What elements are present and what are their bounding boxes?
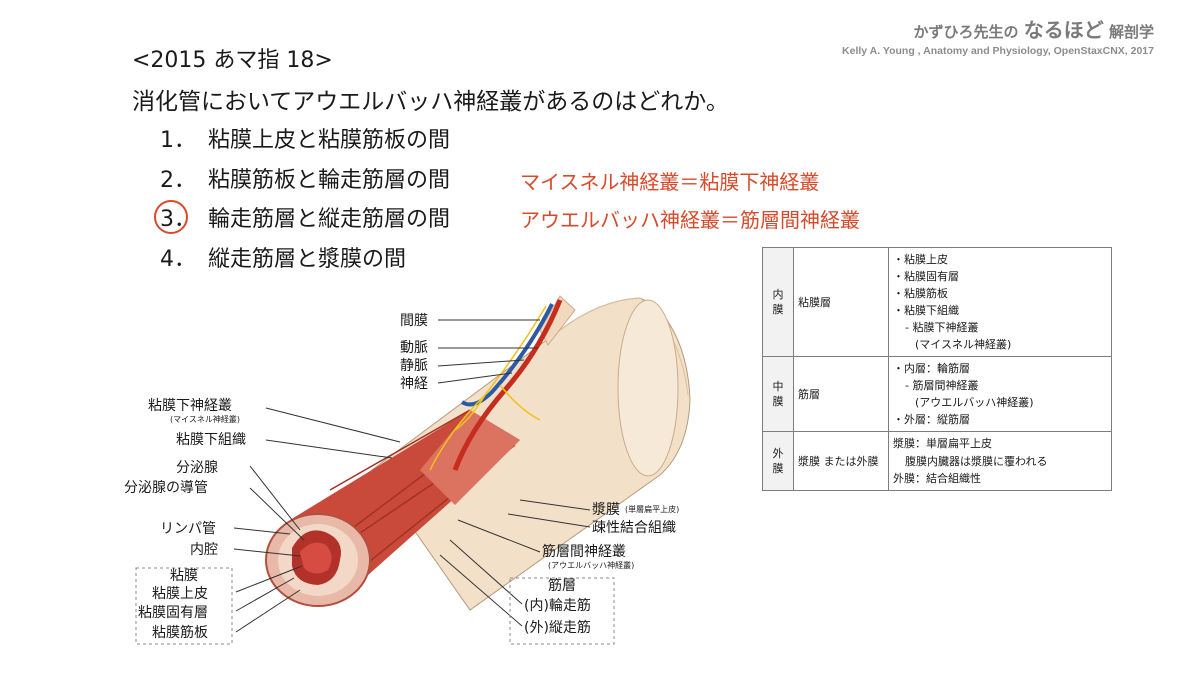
row-layer-name: 漿膜 または外膜 — [793, 431, 889, 491]
label-outer-longitudinal: (外)縦走筋 — [524, 619, 591, 636]
list-item: - 筋層間神経叢 — [905, 379, 979, 393]
option-text: 粘膜上皮と粘膜筋板の間 — [208, 128, 451, 153]
row-items: ・粘膜上皮 ・粘膜固有層 ・粘膜筋板 ・粘膜下組織 - 粘膜下神経叢 (マイスネ… — [888, 246, 1112, 358]
option-2: 2． 粘膜筋板と輪走筋層の間 — [160, 162, 450, 194]
label-myenteric-plexus: 筋層間神経叢 — [542, 543, 626, 560]
label-artery: 動脈 — [400, 340, 428, 356]
mesentery-illustration — [539, 295, 576, 346]
option-number: 4． — [160, 247, 196, 272]
label-serosa: 漿膜 — [592, 502, 620, 518]
label-submucosa: 粘膜下組織 — [176, 432, 246, 448]
label-mesentery: 間膜 — [400, 313, 428, 329]
brand: かずひろ先生の なるほど 解剖学 Kelly A. Young , Anatom… — [842, 14, 1154, 57]
row-items: 漿膜：単層扁平上皮 腹膜内臓器は漿膜に覆われる 外膜：結合組織性 — [888, 431, 1112, 491]
list-item: (アウエルバッハ神経叢) — [915, 396, 1034, 410]
list-item: ・粘膜筋板 — [893, 287, 948, 301]
layer-table: 内膜 粘膜層 ・粘膜上皮 ・粘膜固有層 ・粘膜筋板 ・粘膜下組織 - 粘膜下神経… — [762, 246, 1112, 491]
label-myenteric-plexus-alt: (アウエルバッハ神経叢) — [548, 560, 634, 570]
option-1: 1． 粘膜上皮と粘膜筋板の間 — [160, 122, 450, 154]
label-mucosa: 粘膜 — [170, 568, 198, 584]
note-meissner: マイスネル神経叢＝粘膜下神経叢 — [520, 170, 820, 194]
row-items: ・内層：輪筋層 - 筋層間神経叢 (アウエルバッハ神経叢) ・外層：縦筋層 — [888, 356, 1112, 433]
label-muscularis: 筋層 — [548, 577, 576, 594]
table-row-middle: 中膜 筋層 ・内層：輪筋層 - 筋層間神経叢 (アウエルバッハ神経叢) ・外層：… — [762, 356, 1112, 433]
exam-header: <2015 あマ指 18> — [132, 48, 333, 73]
label-lymph: リンパ管 — [160, 521, 216, 537]
label-lamina-propria: 粘膜固有層 — [138, 605, 208, 621]
row-layer-name: 筋層 — [793, 356, 889, 433]
option-text: 粘膜筋板と輪走筋層の間 — [208, 168, 451, 193]
source-credit: Kelly A. Young , Anatomy and Physiology,… — [842, 45, 1154, 57]
row-side-label: 外膜 — [762, 431, 794, 491]
option-4: 4． 縦走筋層と漿膜の間 — [160, 241, 406, 273]
list-item: ・内層：輪筋層 — [893, 362, 970, 376]
label-gland-duct: 分泌腺の導管 — [124, 480, 208, 496]
label-inner-circular: (内)輪走筋 — [524, 597, 591, 614]
label-loose-connective: 疎性結合組織 — [592, 520, 676, 536]
label-submucosal-plexus-alt: (マイスネル神経叢) — [170, 414, 240, 424]
list-item: ・外層：縦筋層 — [893, 413, 970, 427]
leader-lines — [233, 319, 591, 633]
label-epithelium: 粘膜上皮 — [152, 586, 208, 602]
brand-suffix: 解剖学 — [1108, 23, 1154, 41]
option-number: 2． — [160, 168, 196, 193]
nerve-illustration — [429, 305, 547, 471]
row-side-label: 中膜 — [762, 356, 794, 433]
list-item: ・粘膜上皮 — [893, 253, 948, 266]
label-muscularis-mucosae: 粘膜筋板 — [152, 624, 208, 641]
table-row-inner: 内膜 粘膜層 ・粘膜上皮 ・粘膜固有層 ・粘膜筋板 ・粘膜下組織 - 粘膜下神経… — [762, 246, 1112, 358]
brand-accent: なるほど — [1023, 18, 1104, 42]
label-vein: 静脈 — [400, 358, 428, 374]
list-item: 腹膜内臓器は漿膜に覆われる — [905, 454, 1048, 468]
option-number: 1． — [160, 128, 196, 153]
list-item: ・粘膜固有層 — [893, 270, 959, 284]
label-lumen: 内腔 — [190, 542, 218, 558]
label-gland: 分泌腺 — [176, 460, 218, 476]
list-item: 外膜：結合組織性 — [893, 471, 981, 485]
list-item: - 粘膜下神経叢 — [905, 321, 979, 335]
note-auerbach: アウエルバッハ神経叢＝筋層間神経叢 — [520, 208, 860, 232]
question-text: 消化管においてアウエルバッハ神経叢があるのはどれか。 — [132, 89, 729, 115]
label-submucosal-plexus: 粘膜下神経叢 — [148, 398, 232, 414]
brand-title: かずひろ先生の なるほど 解剖学 — [842, 14, 1155, 43]
list-item: (マイスネル神経叢) — [915, 338, 1012, 352]
label-nerve: 神経 — [400, 376, 428, 392]
answer-circle-mark — [154, 200, 188, 234]
list-item: ・粘膜下組織 — [893, 304, 959, 318]
list-item: 漿膜：単層扁平上皮 — [893, 437, 992, 451]
label-serosa-note: (単層扁平上皮) — [625, 504, 679, 514]
table-row-outer: 外膜 漿膜 または外膜 漿膜：単層扁平上皮 腹膜内臓器は漿膜に覆われる 外膜：結… — [762, 431, 1112, 491]
serosa-tube-illustration — [371, 297, 691, 611]
cross-section-illustration — [265, 513, 371, 607]
muscularis-group-box — [509, 577, 615, 645]
option-text: 縦走筋層と漿膜の間 — [208, 247, 407, 272]
mucosa-group-box — [135, 567, 233, 645]
brand-prefix: かずひろ先生の — [913, 23, 1019, 41]
vein-illustration — [460, 303, 554, 407]
option-text: 輪走筋層と縦走筋層の間 — [208, 207, 451, 232]
row-side-label: 内膜 — [762, 246, 794, 358]
